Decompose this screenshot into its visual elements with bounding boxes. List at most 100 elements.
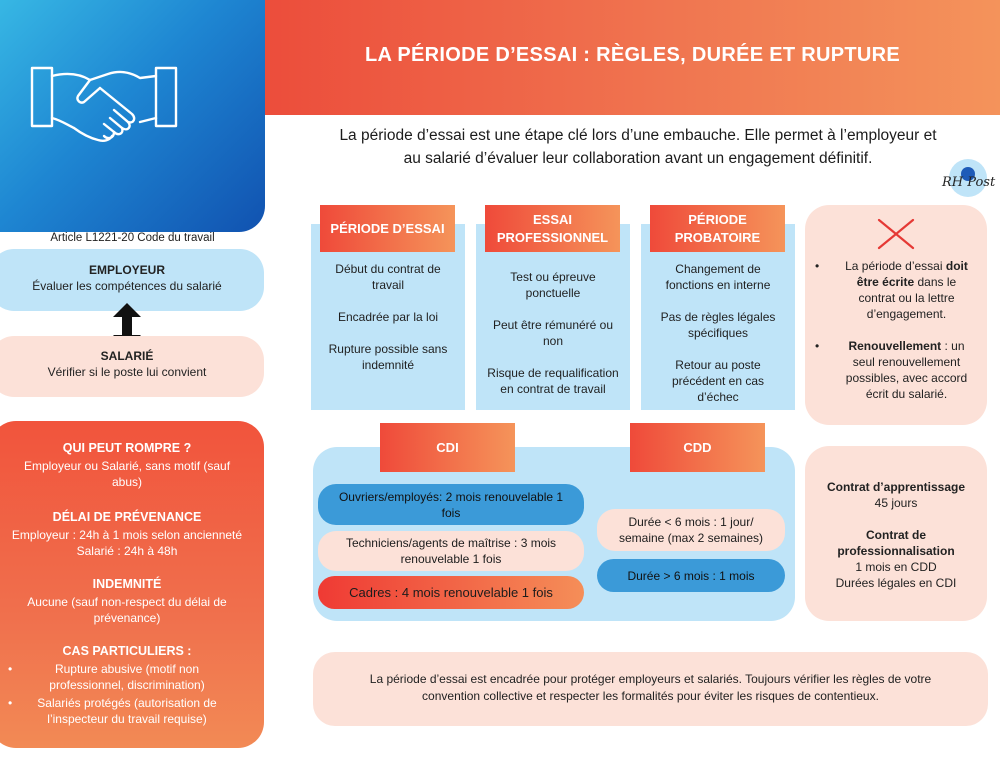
apprentissage-value: 45 jours — [874, 496, 918, 510]
salarie-title: SALARIÉ — [100, 349, 154, 363]
hero-panel — [0, 0, 265, 232]
delai-section: DÉLAI DE PRÉVENANCE Employeur : 24h à 1 … — [0, 510, 264, 559]
card-1-item-2: Encadrée par la loi — [337, 310, 439, 324]
card-3-item-3-line-2: précédent en cas — [671, 374, 765, 388]
card-3-item-3-line-3: d’échec — [697, 390, 739, 404]
cas-section: CAS PARTICULIERS : Rupture abusive (moti… — [0, 644, 264, 727]
list-item: Salariés protégés (autorisation de l’ins… — [0, 695, 264, 727]
logo-icon: RH Post — [941, 159, 996, 197]
rompre-section: QUI PEUT ROMPRE ? Employeur ou Salarié, … — [0, 441, 264, 490]
card-2-item-3-line-1: Risque de requalification — [487, 366, 619, 380]
cas-item-2-line-1: Salariés protégés (autorisation de — [37, 696, 217, 710]
renewal-line-1: : un — [941, 339, 965, 353]
written-rule-line-4: d’engagement. — [866, 307, 947, 321]
card-1-item-3-line-2: indemnité — [361, 358, 415, 372]
professionnalisation-line-1: 1 mois en CDD — [855, 560, 937, 574]
footer-note: La période d’essai est encadrée pour pro… — [313, 652, 988, 726]
written-rule-bold-1: doit — [945, 259, 968, 273]
handshake-icon — [30, 66, 178, 142]
card-3-item-2-line-2: spécifiques — [687, 326, 749, 340]
intro-line-1: La période d’essai est une étape clé lor… — [339, 127, 937, 144]
cdi-techniciens-line-1: Techniciens/agents de maîtrise : 3 mois — [345, 536, 557, 550]
page-title: LA PÉRIODE D’ESSAI : RÈGLES, DURÉE ET RU… — [364, 44, 901, 66]
list-item: La période d’essai doit être écrite dans… — [805, 258, 987, 322]
cas-item-1-line-1: Rupture abusive (motif non — [54, 662, 200, 676]
rompre-line-1: Employeur ou Salarié, sans motif (sauf — [23, 459, 231, 473]
card-3-header: PÉRIODE PROBATOIRE — [650, 205, 785, 252]
cdi-techniciens-item: Techniciens/agents de maîtrise : 3 mois … — [318, 531, 584, 571]
card-1-header: PÉRIODE D’ESSAI — [320, 205, 455, 252]
card-1-item-1-line-1: Début du contrat de — [335, 262, 441, 276]
list-item: Rupture abusive (motif non professionnel… — [0, 661, 264, 693]
written-rule-line-3: contrat ou la lettre — [858, 291, 955, 305]
cdd-long-item: Durée > 6 mois : 1 mois — [597, 559, 785, 592]
card-2-item-2-line-2: non — [542, 334, 564, 348]
employeur-title: EMPLOYEUR — [88, 263, 165, 277]
cdi-techniciens-line-2: renouvelable 1 fois — [400, 552, 502, 566]
renewal-bold: Renouvellement — [848, 339, 942, 353]
card-3-title-line-1: PÉRIODE — [688, 211, 747, 227]
card-3-item-2-line-1: Pas de règles légales — [660, 310, 776, 324]
indemnite-line-2: prévenance) — [93, 611, 161, 625]
logo-text: RH Post — [941, 175, 996, 190]
cross-icon — [877, 218, 915, 250]
intro-line-2: au salarié d’évaluer leur collaboration … — [403, 150, 873, 167]
footer-line-2: convention collective et respecter les f… — [422, 689, 879, 703]
written-rule-line-2: dans le — [914, 275, 957, 289]
card-periode-probatoire: Changement de fonctions en interne Pas d… — [641, 224, 795, 410]
card-2-item-1-line-2: ponctuelle — [525, 286, 581, 300]
written-rule-text: La période d’essai — [845, 259, 946, 273]
apprentissage-title: Contrat d’apprentissage — [826, 480, 966, 494]
cas-title: CAS PARTICULIERS : — [62, 644, 192, 658]
professionnalisation-title-1: Contrat de — [866, 528, 926, 542]
card-2-header: ESSAI PROFESSIONNEL — [485, 205, 620, 252]
professionnalisation-title-2: professionnalisation — [837, 544, 955, 558]
rompre-line-2: abus) — [111, 475, 143, 489]
card-2-item-1-line-1: Test ou épreuve — [510, 270, 596, 284]
card-3-item-1-line-1: Changement de — [675, 262, 761, 276]
card-1-item-3-line-1: Rupture possible sans — [328, 342, 448, 356]
footer-line-1: La période d’essai est encadrée pour pro… — [369, 672, 932, 686]
card-3-title-line-2: PROBATOIRE — [674, 229, 761, 245]
cdd-short-line-2: semaine (max 2 semaines) — [618, 531, 764, 545]
delai-title: DÉLAI DE PRÉVENANCE — [52, 510, 202, 524]
card-3-item-1-line-2: fonctions en interne — [665, 278, 771, 292]
intro-text: La période d’essai est une étape clé lor… — [282, 124, 994, 170]
card-1-item-1-line-2: travail — [371, 278, 404, 292]
indemnite-title: INDEMNITÉ — [92, 577, 162, 591]
indemnite-section: INDEMNITÉ Aucune (sauf non-respect du dé… — [0, 577, 264, 626]
salarie-text: Vérifier si le poste lui convient — [47, 365, 207, 379]
header-banner: LA PÉRIODE D’ESSAI : RÈGLES, DURÉE ET RU… — [265, 0, 1000, 115]
article-reference: Article L1221-20 Code du travail — [50, 232, 215, 244]
cdi-cadres-item: Cadres : 4 mois renouvelable 1 fois — [318, 576, 584, 609]
employeur-box: EMPLOYEUR Évaluer les compétences du sal… — [0, 249, 264, 311]
cdd-short-item: Durée < 6 mois : 1 jour/ semaine (max 2 … — [597, 509, 785, 551]
card-2-item-3-line-2: en contrat de travail — [500, 382, 606, 396]
card-2-title-line-1: ESSAI — [532, 211, 572, 227]
card-essai-professionnel: Test ou épreuve ponctuelle Peut être rém… — [476, 224, 630, 410]
cdi-ouvriers-line-1: Ouvriers/employés: 2 mois renouvelable 1 — [338, 489, 564, 504]
delai-line-2: Salarié : 24h à 48h — [76, 544, 178, 558]
salarie-box: SALARIÉ Vérifier si le poste lui convien… — [0, 336, 264, 397]
card-3-item-3-line-1: Retour au poste — [675, 358, 761, 372]
cdi-cadres-line: Cadres : 4 mois renouvelable 1 fois — [349, 584, 553, 600]
cdd-title: CDD — [683, 439, 712, 455]
professionnalisation-line-2: Durées légales en CDI — [835, 576, 957, 590]
cdi-title: CDI — [436, 439, 459, 455]
cdi-ouvriers-line-2: fois — [441, 505, 461, 520]
cdd-short-line-1: Durée < 6 mois : 1 jour/ — [628, 515, 754, 529]
cas-item-1-line-2: professionnel, discrimination) — [49, 678, 205, 692]
cas-item-2-line-2: l’inspecteur du travail requise) — [47, 712, 207, 726]
cdd-long-line: Durée > 6 mois : 1 mois — [627, 568, 755, 583]
renewal-line-3: possibles, avec accord — [845, 371, 968, 385]
special-contracts-panel: Contrat d’apprentissage 45 jours Contrat… — [805, 446, 987, 621]
delai-line-1: Employeur : 24h à 1 mois selon anciennet… — [11, 528, 243, 542]
cdi-ouvriers-item: Ouvriers/employés: 2 mois renouvelable 1… — [318, 484, 584, 525]
rompre-title: QUI PEUT ROMPRE ? — [62, 441, 192, 455]
card-periode-essai: Début du contrat de travail Encadrée par… — [311, 224, 465, 410]
brand-logo: RH Post — [938, 156, 996, 200]
card-2-item-2-line-1: Peut être rémunéré ou — [492, 318, 614, 332]
renewal-line-4: écrit du salarié. — [865, 387, 948, 401]
list-item: Renouvellement : un seul renouvellement … — [805, 338, 987, 402]
cdi-header: CDI — [380, 423, 515, 472]
